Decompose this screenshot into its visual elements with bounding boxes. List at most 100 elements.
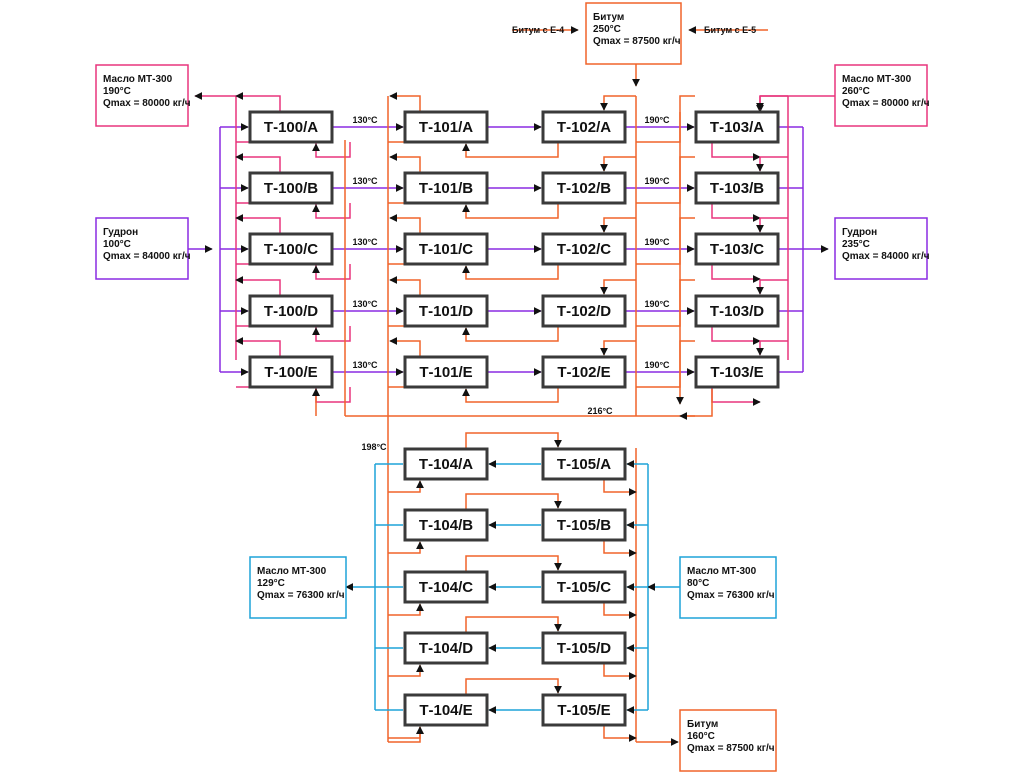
exchanger-box [541, 508, 627, 542]
exchanger-label: Т-103/D [710, 303, 764, 320]
exchanger-box [403, 631, 489, 665]
exchanger-t-101-e[interactable]: Т-101/Е [403, 355, 489, 389]
exchanger-t-105-a[interactable]: Т-105/А [541, 447, 627, 481]
temp-t102-out-E: 190°С [644, 360, 670, 370]
bitumen-104-105-B [465, 493, 562, 510]
exchanger-box [541, 570, 627, 604]
oil-103-in-D [756, 279, 788, 295]
exchanger-t-103-c[interactable]: Т-103/С [694, 232, 780, 266]
exchanger-t-103-b[interactable]: Т-103/В [694, 171, 780, 205]
exchanger-t-101-a[interactable]: Т-101/А [403, 110, 489, 144]
exchanger-t-101-c[interactable]: Т-101/С [403, 232, 489, 266]
exchanger-t-104-e[interactable]: Т-104/Е [403, 693, 489, 727]
exchanger-t-101-b[interactable]: Т-101/В [403, 171, 489, 205]
exchanger-t-105-b[interactable]: Т-105/В [541, 508, 627, 542]
exchanger-box [694, 294, 780, 328]
exchanger-label: Т-105/А [557, 456, 611, 473]
exchanger-box [541, 355, 627, 389]
exchanger-label: Т-102/С [557, 241, 611, 258]
oil-100-in-B [312, 203, 351, 219]
exchanger-label: Т-102/А [557, 119, 611, 136]
exchanger-t-105-d[interactable]: Т-105/D [541, 631, 627, 665]
source-line: Масло МТ-300 [842, 74, 912, 85]
bitumen-102-101-B [462, 203, 559, 219]
source-line: Битум [687, 719, 718, 730]
exchanger-t-103-e[interactable]: Т-103/Е [694, 355, 780, 389]
exchanger-t-104-a[interactable]: Т-104/А [403, 447, 489, 481]
bitumen-102-in-C [600, 217, 636, 233]
oil-103-in-C [756, 217, 788, 233]
exchanger-t-100-a[interactable]: Т-100/А [248, 110, 334, 144]
exchanger-t-102-a[interactable]: Т-102/А [541, 110, 627, 144]
source-line: Масло МТ-300 [257, 566, 327, 577]
temp-t100-out-B: 130°С [352, 176, 378, 186]
exchanger-t-100-b[interactable]: Т-100/В [248, 171, 334, 205]
exchanger-box [403, 232, 489, 266]
exchanger-box [694, 355, 780, 389]
bitumen-104-in-D [388, 664, 424, 677]
exchanger-t-102-d[interactable]: Т-102/D [541, 294, 627, 328]
exchanger-label: Т-104/В [419, 517, 473, 534]
exchanger-t-103-d[interactable]: Т-103/D [694, 294, 780, 328]
oil-103-out-D [711, 326, 761, 345]
bitumen-101-out-A [389, 92, 421, 112]
exchanger-box [248, 355, 334, 389]
temp-t100-out-C: 130°С [352, 237, 378, 247]
bitumen-103-loop-A [636, 95, 695, 143]
exchanger-t-100-e[interactable]: Т-100/Е [248, 355, 334, 389]
exchanger-t-104-c[interactable]: Т-104/С [403, 570, 489, 604]
exchanger-t-102-e[interactable]: Т-102/Е [541, 355, 627, 389]
exchanger-t-104-b[interactable]: Т-104/В [403, 508, 489, 542]
exchanger-t-100-d[interactable]: Т-100/D [248, 294, 334, 328]
source-line: Qmax = 87500 кг/ч [687, 743, 775, 754]
source-line: 260°С [842, 86, 870, 97]
exchanger-label: Т-104/А [419, 456, 473, 473]
exchanger-box [541, 631, 627, 665]
exchanger-t-102-c[interactable]: Т-102/С [541, 232, 627, 266]
exchanger-t-105-e[interactable]: Т-105/Е [541, 693, 627, 727]
exchanger-t-104-d[interactable]: Т-104/D [403, 631, 489, 665]
bitumen-104-in-E [388, 726, 424, 739]
source-line: 80°С [687, 578, 709, 589]
source-line: 129°С [257, 578, 285, 589]
exchanger-t-100-c[interactable]: Т-100/С [248, 232, 334, 266]
bitumen-102-in-B [600, 156, 636, 172]
exchanger-label: Т-100/Е [264, 364, 317, 381]
bitumen-103-loop-E [636, 340, 695, 388]
exchanger-t-101-d[interactable]: Т-101/D [403, 294, 489, 328]
exchanger-label: Т-100/В [264, 180, 318, 197]
source-line: Гудрон [842, 227, 877, 238]
exchanger-box [694, 232, 780, 266]
exchanger-label: Т-104/D [419, 640, 473, 657]
oil-103-in-B [756, 156, 788, 172]
oil-100-out-B [235, 153, 281, 173]
exchanger-t-102-b[interactable]: Т-102/В [541, 171, 627, 205]
oil-103-in-A [756, 95, 788, 111]
bitumen-102-101-D [462, 326, 559, 342]
bitumen-102-in-E [600, 340, 636, 356]
exchanger-box [541, 447, 627, 481]
exchanger-box [248, 110, 334, 144]
bitumen-104-in-A [388, 480, 424, 493]
exchanger-label: Т-102/D [557, 303, 611, 320]
bitumen-101-out-C [389, 214, 421, 234]
exchanger-box [403, 110, 489, 144]
source-frame [679, 709, 777, 772]
exchanger-label: Т-105/С [557, 579, 611, 596]
exchanger-t-103-a[interactable]: Т-103/А [694, 110, 780, 144]
exchanger-box [541, 110, 627, 144]
oil-100-out-C [235, 214, 281, 234]
exchanger-t-105-c[interactable]: Т-105/С [541, 570, 627, 604]
exchanger-box [694, 110, 780, 144]
exchanger-label: Т-100/А [264, 119, 318, 136]
oil-103-out-A [711, 142, 761, 161]
bitumen-103-loop-D [636, 279, 695, 327]
source-frame [95, 64, 189, 127]
source-line: Qmax = 76300 кг/ч [257, 590, 345, 601]
pipelines [188, 26, 835, 746]
